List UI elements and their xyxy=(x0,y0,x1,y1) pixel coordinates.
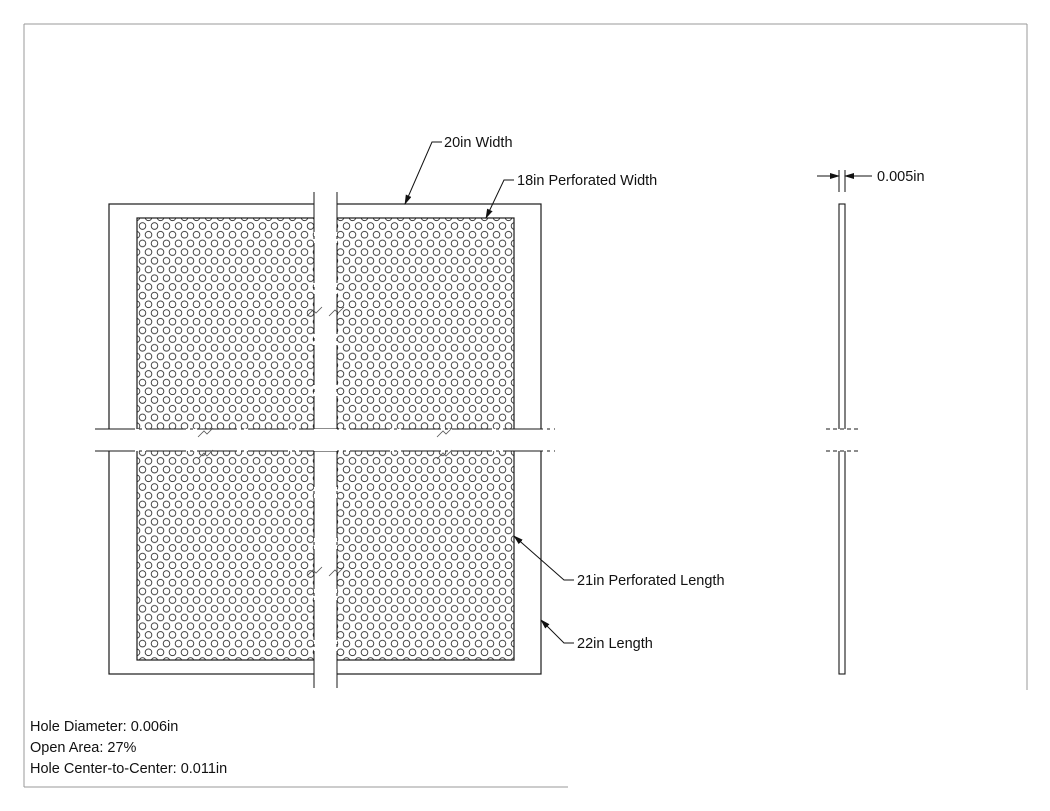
thickness-label: 0.005in xyxy=(877,169,925,185)
hole-spacing-note: Hole Center-to-Center: 0.011in xyxy=(30,761,228,777)
width-label: 20in Width xyxy=(444,135,513,151)
side-view xyxy=(826,203,858,675)
perforated-width-callout: 18in Perforated Width xyxy=(485,173,657,219)
perforated-length-callout: 21in Perforated Length xyxy=(513,535,725,589)
perforated-width-label: 18in Perforated Width xyxy=(517,173,657,189)
open-area-note: Open Area: 27% xyxy=(30,740,137,756)
perforated-length-label: 21in Perforated Length xyxy=(577,573,725,589)
width-callout: 20in Width xyxy=(404,135,513,205)
thickness-callout: 0.005in xyxy=(817,169,925,192)
length-label: 22in Length xyxy=(577,636,653,652)
horizontal-break xyxy=(95,427,555,460)
hole-diameter-note: Hole Diameter: 0.006in xyxy=(30,719,179,735)
sheet-border xyxy=(23,23,1028,788)
length-callout: 22in Length xyxy=(540,619,653,652)
